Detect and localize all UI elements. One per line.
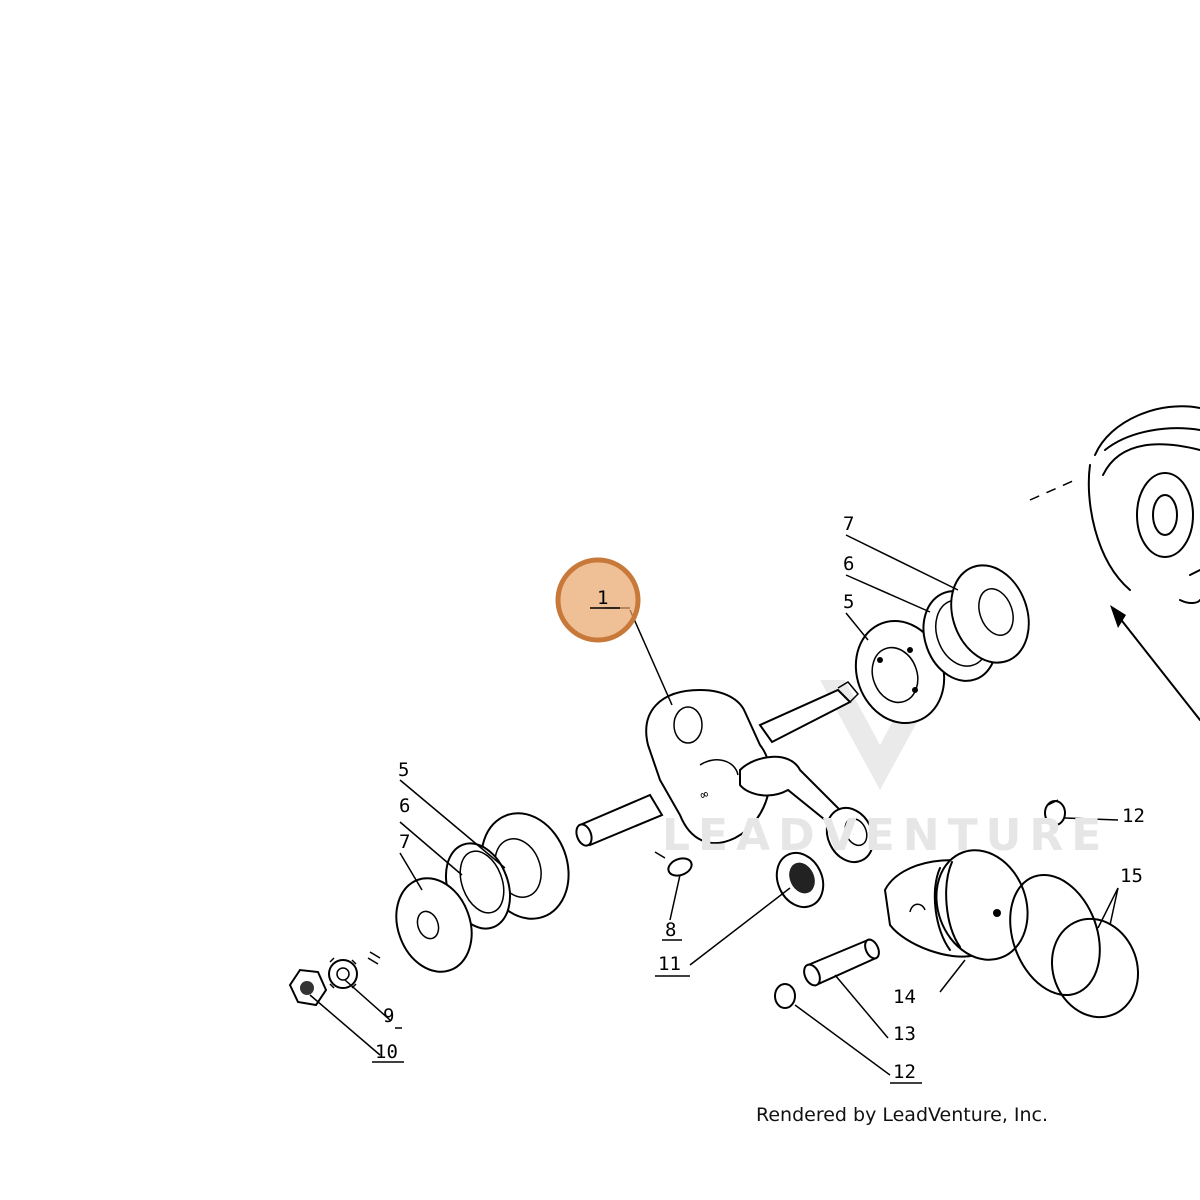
label-underlines [372,607,922,1084]
circlip-upper [1044,799,1066,826]
callout-8[interactable]: 8 [665,919,676,941]
callout-12-upper[interactable]: 12 [1122,805,1145,827]
callout-7-right[interactable]: 7 [843,513,854,535]
callout-15[interactable]: 15 [1120,865,1143,887]
washer-left [395,877,473,973]
callout-highlight [555,557,641,643]
callout-7-left[interactable]: 7 [399,831,410,853]
callout-5-right[interactable]: 5 [843,591,854,613]
needle-bearing [775,851,825,909]
crankshaft: ∞ [575,681,875,864]
callout-12-lower[interactable]: 12 [893,1061,916,1083]
callout-10[interactable]: 10 [375,1041,398,1063]
piston [883,849,1029,961]
bearing-right [854,619,946,725]
woodruff-key [654,851,693,877]
nut [288,968,328,1007]
washer-right [950,564,1030,664]
callout-9[interactable]: 9 [383,1005,394,1027]
callout-5-left[interactable]: 5 [398,759,409,781]
callout-6-right[interactable]: 6 [843,553,854,575]
callout-14[interactable]: 14 [893,986,916,1008]
callout-1[interactable]: 1 [597,587,608,609]
callout-labels: 1 5 5 6 6 7 7 8 9 10 11 12 12 13 14 15 [375,513,1145,1083]
circlip-lower [774,983,796,1009]
piston-rings [1009,873,1140,1019]
lock-washer [328,951,381,989]
callout-6-left[interactable]: 6 [399,795,410,817]
callout-11[interactable]: 11 [658,953,681,975]
crankcase-part [1029,405,1200,721]
watermark-text: LEADVENTURE [662,810,1110,861]
render-credit: Rendered by LeadVenture, Inc. [756,1104,1049,1126]
piston-pin [803,938,880,987]
callout-13[interactable]: 13 [893,1023,916,1045]
